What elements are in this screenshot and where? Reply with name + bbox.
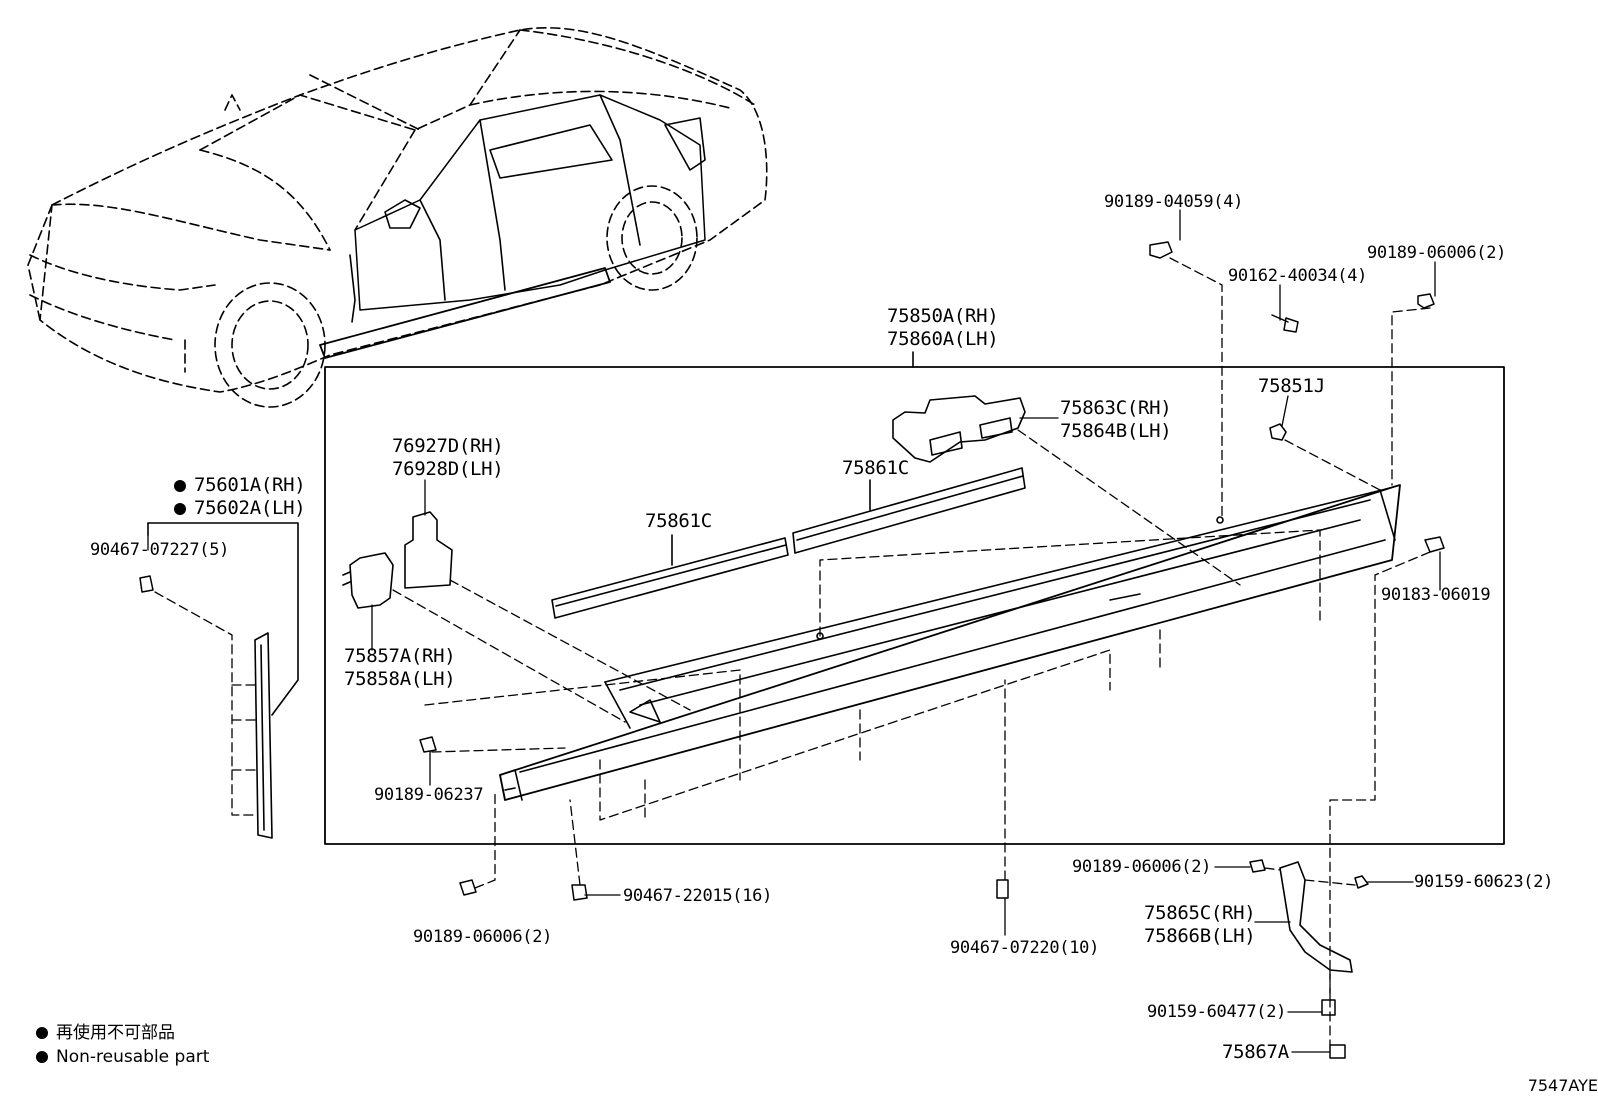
bracket-75863C [892,395,1026,463]
label-75864B: 75864B(LH) [1060,420,1172,442]
label-90183-06019: 90183-06019 [1381,585,1491,605]
bolt-90159-60477 [1321,999,1336,1016]
label-75863C: 75863C(RH) [1060,397,1172,419]
label-75857A: 75857A(RH) [344,645,456,667]
label-75865C: 75865C(RH) [1144,902,1256,924]
assembly-box [324,366,1505,845]
label-90189-06006-top: 90189-06006(2) [1367,243,1507,263]
label-75602A: 75602A(LH) [174,497,306,519]
nut-90189-06006-bottom [459,879,477,896]
non-reusable-dot [174,480,186,492]
screw-90159-60623 [1354,875,1369,889]
screw-90162-40034 [1271,314,1299,333]
figure-code: 7547AYE [1527,1076,1598,1095]
label-90189-04059: 90189-04059(4) [1104,192,1244,212]
label-75866B: 75866B(LH) [1144,925,1256,947]
nut-90189-06006-mid [1249,859,1266,873]
label-76928D: 76928D(LH) [392,458,504,480]
solid-leaders [147,209,1441,1053]
bracket-75865C [1279,861,1353,973]
strip-75861C-left [551,537,789,619]
clip-90189-06237 [419,736,437,753]
non-reusable-dot [174,503,186,515]
label-90467-22015: 90467-22015(16) [623,886,773,906]
legend-en: Non-reusable part [36,1046,209,1068]
clip-90467-07220 [996,879,1009,899]
garnish-75601A [254,632,273,839]
label-90162-40034: 90162-40034(4) [1228,266,1368,286]
leader-lines [154,257,1431,1046]
label-90467-07220: 90467-07220(10) [950,938,1100,958]
label-75860A: 75860A(LH) [887,328,999,350]
legend-dot [36,1027,48,1039]
label-90159-60623: 90159-60623(2) [1414,872,1554,892]
legend-jp: 再使用不可部品 [36,1022,175,1044]
clip-90183-06019 [1424,536,1445,553]
rocker-moulding [499,484,1401,801]
label-75851J: 75851J [1258,375,1325,397]
label-75850A: 75850A(RH) [887,305,999,327]
label-75867A: 75867A [1222,1041,1289,1063]
clip-75851J [1269,423,1287,441]
cap-75857A [342,552,394,609]
nut-90189-06006-top [1417,293,1435,309]
label-75601A: 75601A(RH) [174,474,306,496]
car-illustration [27,27,768,408]
label-75858A: 75858A(LH) [344,668,456,690]
strip-75861C-right [792,467,1026,554]
label-75861C-left: 75861C [645,510,712,532]
label-90189-06006-mid: 90189-06006(2) [1072,857,1212,877]
label-76927D: 76927D(RH) [392,435,504,457]
label-90189-06237: 90189-06237 [374,785,484,805]
fasteners [139,241,1445,1059]
clip-90189-04059 [1149,241,1173,259]
clip-75867A [1329,1044,1346,1059]
pad-76927D [404,511,453,589]
label-90467-07227: 90467-07227(5) [90,540,230,560]
clip-90467-22015 [571,884,588,901]
clip-90467-07227 [139,575,154,593]
label-90189-06006-bottom: 90189-06006(2) [413,927,553,947]
label-90159-60477: 90159-60477(2) [1147,1002,1287,1022]
label-75861C-right: 75861C [842,457,909,479]
legend-dot [36,1051,48,1063]
